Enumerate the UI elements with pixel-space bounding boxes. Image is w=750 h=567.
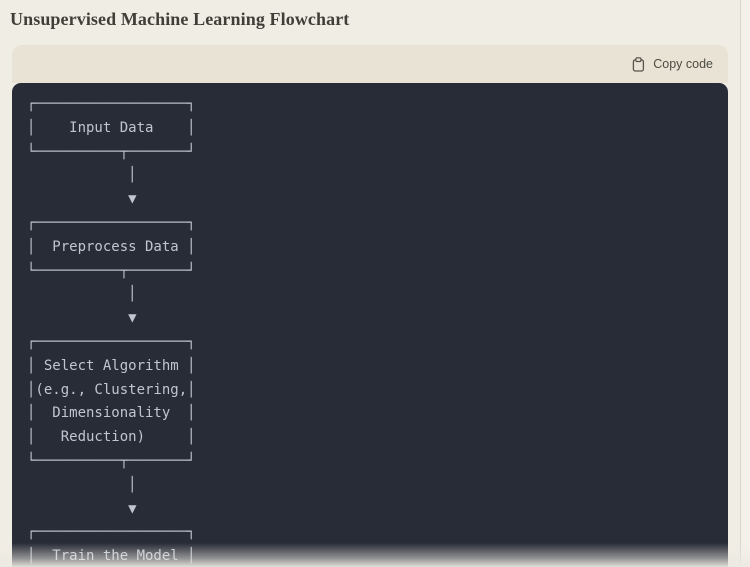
code-area: ┌──────────────────┐ │ Input Data │ └───… — [12, 83, 728, 567]
code-block-header: Copy code — [12, 45, 728, 83]
copy-code-button[interactable]: Copy code — [632, 56, 713, 72]
code-content: ┌──────────────────┐ │ Input Data │ └───… — [27, 96, 196, 565]
clipboard-icon — [632, 56, 645, 72]
copy-code-label: Copy code — [653, 57, 713, 71]
code-block: Copy code ┌──────────────────┐ │ Input D… — [12, 45, 728, 567]
page-scrollbar[interactable] — [740, 0, 750, 567]
page-title: Unsupervised Machine Learning Flowchart — [10, 9, 350, 29]
